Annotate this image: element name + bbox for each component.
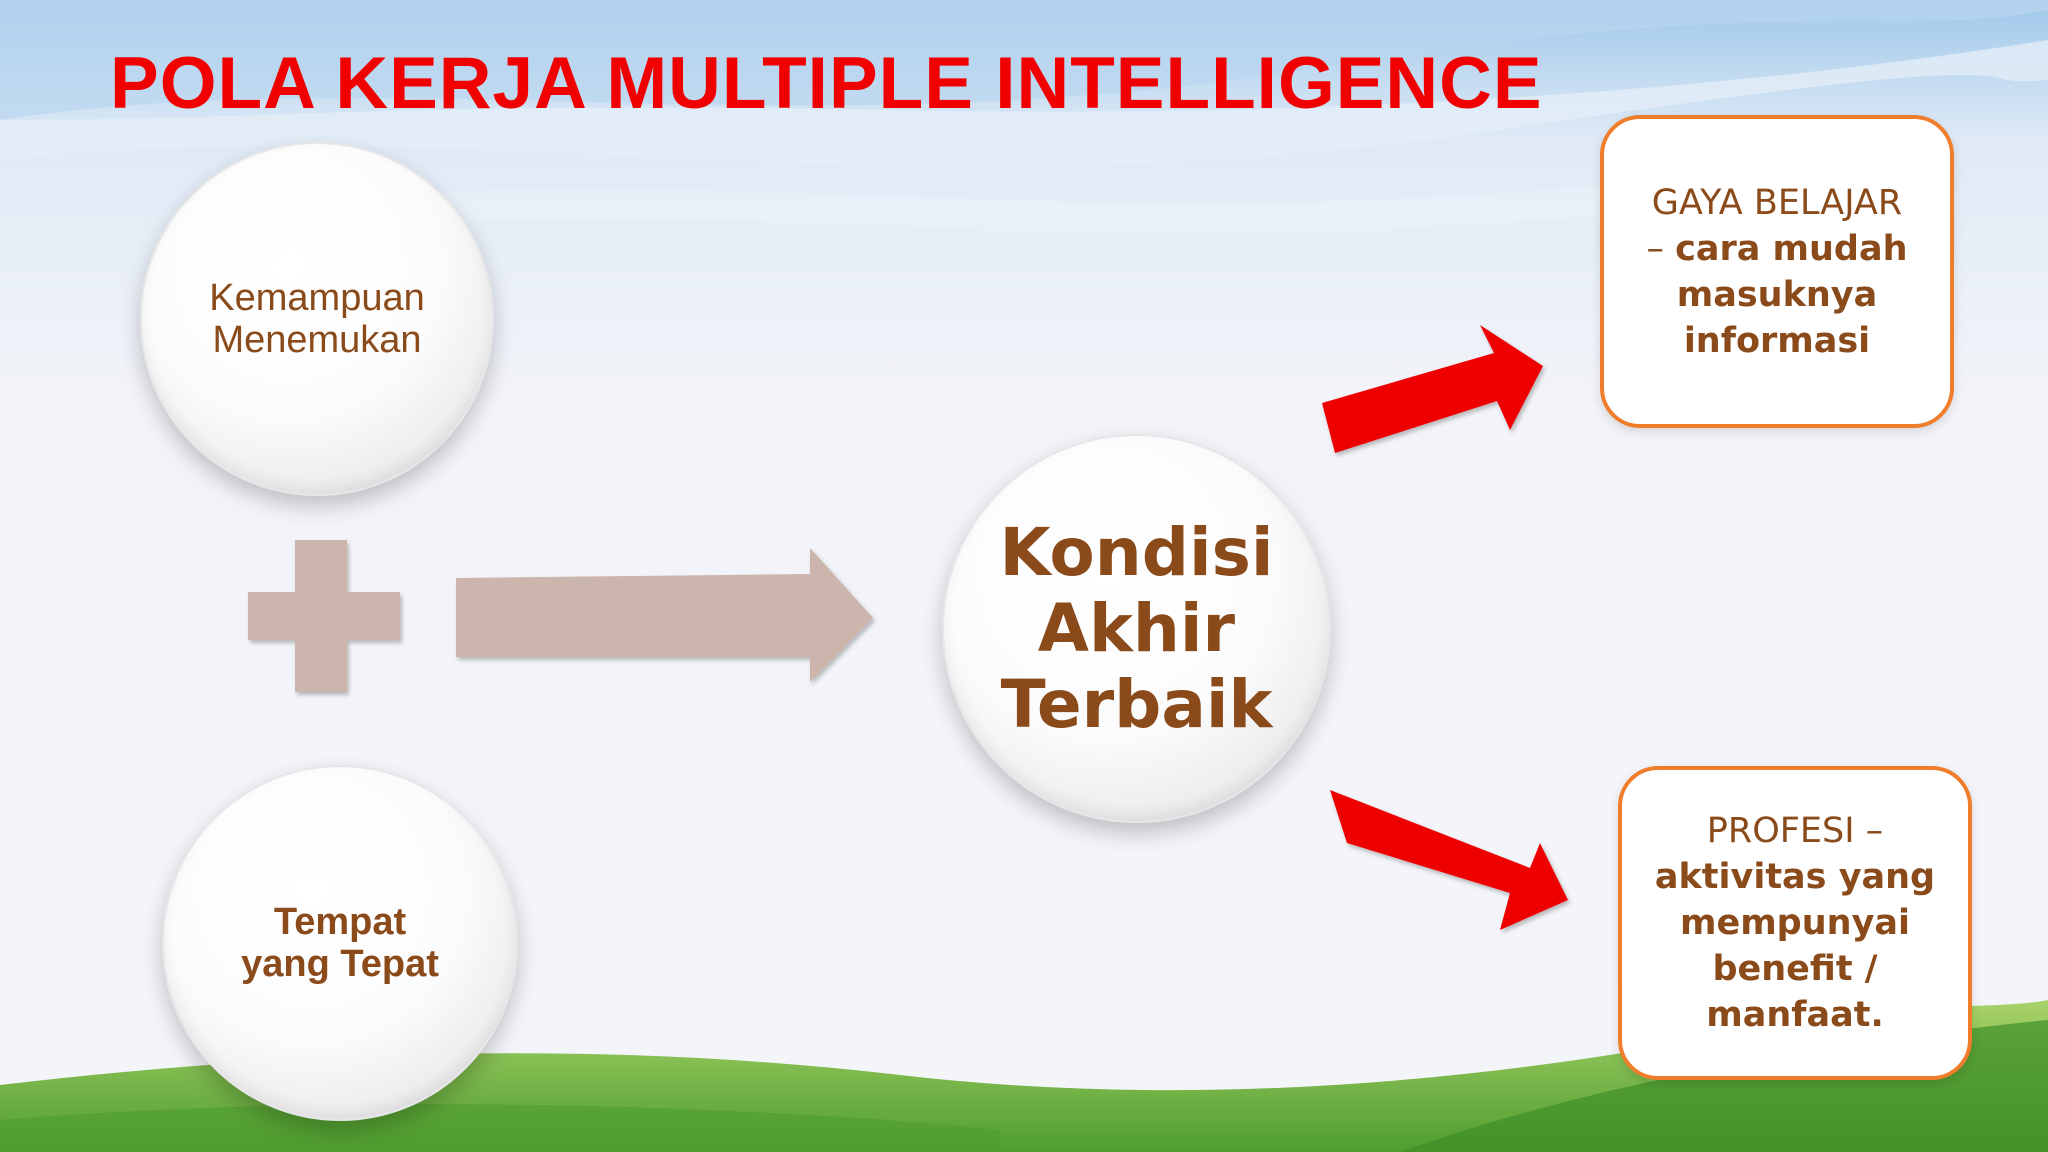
kondisi-line-2: Akhir <box>1037 589 1236 667</box>
tempat-line-1: Tempat <box>273 901 407 943</box>
tempat-line-2: yang Tepat <box>241 943 439 985</box>
kondisi-line-3: Terbaik <box>1000 665 1273 743</box>
gaya-body-1: cara mudah <box>1675 228 1908 269</box>
kemampuan-line-2: Menemukan <box>212 319 422 361</box>
red-arrow-down-right <box>1330 790 1568 930</box>
profesi-text: PROFESI – aktivitas yang mempunyai benef… <box>1645 808 1945 1038</box>
profesi-body-3: benefit / <box>1712 949 1878 989</box>
circle-tempat: Tempat yang Tepat <box>162 765 518 1121</box>
profesi-body-4: manfaat. <box>1706 995 1884 1035</box>
main-arrow-right <box>456 548 873 682</box>
profesi-body-2: mempunyai <box>1680 903 1910 943</box>
gaya-dash: – <box>1646 228 1676 269</box>
circle-kemampuan: Kemampuan Menemukan <box>140 142 494 496</box>
profesi-heading: PROFESI – <box>1706 811 1884 851</box>
gaya-text: GAYA BELAJAR – cara mudah masuknya infor… <box>1627 180 1927 364</box>
page-title: POLA KERJA MULTIPLE INTELLIGENCE <box>110 43 1543 124</box>
kondisi-line-1: Kondisi <box>999 513 1274 591</box>
profesi-body-1: aktivitas yang <box>1654 857 1936 897</box>
circle-kondisi: Kondisi Akhir Terbaik <box>942 434 1331 823</box>
kemampuan-line-1: Kemampuan <box>209 277 425 319</box>
gaya-heading: GAYA BELAJAR <box>1651 182 1903 223</box>
kondisi-label: Kondisi Akhir Terbaik <box>999 513 1274 743</box>
box-gaya-belajar: GAYA BELAJAR – cara mudah masuknya infor… <box>1600 115 1954 428</box>
gaya-body-2: masuknya <box>1676 274 1878 315</box>
box-profesi: PROFESI – aktivitas yang mempunyai benef… <box>1618 766 1972 1080</box>
tempat-label: Tempat yang Tepat <box>241 901 439 985</box>
plus-icon <box>248 540 400 692</box>
kemampuan-label: Kemampuan Menemukan <box>209 277 424 361</box>
red-arrow-up-right <box>1322 325 1543 453</box>
gaya-body-3: informasi <box>1683 320 1871 361</box>
